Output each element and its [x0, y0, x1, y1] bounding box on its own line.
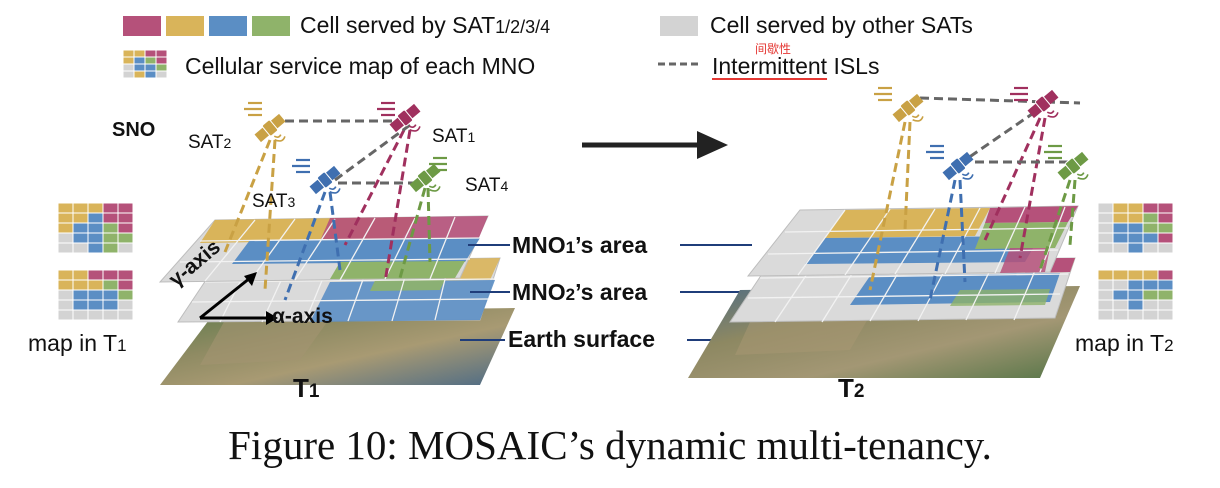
time-transition-arrow — [582, 131, 728, 159]
legend-cell-served: Cell served by SAT1/2/3/4 — [300, 12, 550, 39]
figure-caption: Figure 10: MOSAIC’s dynamic multi-tenanc… — [228, 422, 992, 468]
legend-swatch-sat2 — [166, 16, 204, 36]
sat2-label-base: SAT — [188, 132, 224, 153]
mno2-area-label-suffix: ’s area — [575, 279, 648, 305]
left-beams — [223, 129, 432, 301]
legend-isl: Intermittent ISLs — [712, 53, 879, 80]
mno2-area-label-text: MNO — [512, 279, 566, 305]
sat4-label-base: SAT — [465, 175, 501, 196]
sat3-label-sub: 3 — [287, 194, 296, 210]
legend-isl-annotation: 间歇性 — [755, 42, 792, 56]
right-map-mno1 — [1097, 202, 1174, 254]
right-sat3-speed — [924, 144, 946, 160]
sat1-label-sub: 1 — [467, 129, 476, 145]
right-sat4 — [1055, 149, 1098, 191]
legend-service-map-icon — [123, 50, 167, 78]
left-axes — [199, 272, 278, 325]
right-mno1-layer — [746, 205, 1079, 277]
legend-swatch-sat1 — [123, 16, 161, 36]
right-map-label: map in T2 — [1075, 330, 1174, 357]
left-sat3-speed — [290, 158, 312, 174]
legend-swatch-other — [660, 16, 698, 36]
sat1-label-base: SAT — [432, 126, 468, 147]
earth-surface-label: Earth surface — [508, 326, 656, 352]
sat3-label-base: SAT — [252, 191, 288, 212]
sno-label: SNO — [112, 119, 156, 141]
sat1-label: SAT1 — [432, 126, 475, 148]
legend-cell-served-sub: 1/2/3/4 — [495, 17, 551, 37]
t1-label: T1 — [293, 373, 319, 404]
left-mno1-layer — [158, 215, 489, 283]
t2-label: T2 — [838, 373, 864, 404]
legend-isl-dash-icon — [658, 62, 702, 66]
mno2-area-label-sub: 2 — [565, 285, 576, 304]
left-map-mno2 — [57, 269, 134, 321]
t1-label-text: T — [293, 373, 309, 403]
right-isls — [919, 96, 1081, 164]
sat3-label: SAT3 — [252, 191, 295, 213]
right-sat2-speed — [872, 86, 894, 102]
sat4-label: SAT4 — [465, 175, 508, 197]
legend-isl-suffix: ISLs — [833, 53, 880, 79]
right-beam-colors — [868, 117, 1077, 301]
left-earth-layer — [160, 308, 515, 385]
mno1-area-label-suffix: ’s area — [575, 232, 648, 258]
left-sat1-speed — [375, 101, 397, 117]
a-axis-label: α-axis — [272, 305, 333, 328]
right-map-label-text: map in T — [1075, 330, 1165, 356]
right-map-label-sub: 2 — [1164, 336, 1174, 355]
legend-cell-served-prefix: Cell served by SAT — [300, 12, 496, 38]
right-sat1-speed — [1008, 86, 1030, 102]
left-map-mno1 — [57, 202, 134, 254]
t2-label-text: T — [838, 373, 854, 403]
legend-swatch-sat3 — [209, 16, 247, 36]
right-sat1 — [1025, 87, 1068, 129]
left-map-label: map in T1 — [28, 330, 127, 357]
left-sat2-speed — [242, 101, 264, 117]
mno2-area-label: MNO2’s area — [512, 279, 647, 306]
sat2-label-sub: 2 — [223, 135, 232, 151]
t1-label-sub: 1 — [308, 381, 320, 402]
legend-isl-word: Intermittent — [712, 53, 828, 79]
right-map-mno2 — [1097, 269, 1174, 321]
legend-other-sats: Cell served by other SATs — [710, 12, 973, 38]
legend-swatch-sat4 — [252, 16, 290, 36]
legend-service-map: Cellular service map of each MNO — [185, 53, 536, 79]
sat2-label: SAT2 — [188, 132, 231, 154]
t2-label-sub: 2 — [853, 381, 865, 402]
right-sat4-speed — [1042, 144, 1064, 160]
left-map-label-sub: 1 — [117, 336, 127, 355]
left-map-label-text: map in T — [28, 330, 118, 356]
mno1-area-label-sub: 1 — [565, 238, 576, 257]
mno1-area-label: MNO1’s area — [512, 232, 647, 259]
left-isls — [285, 119, 418, 185]
sat4-label-sub: 4 — [500, 178, 509, 194]
mno1-area-label-text: MNO — [512, 232, 566, 258]
